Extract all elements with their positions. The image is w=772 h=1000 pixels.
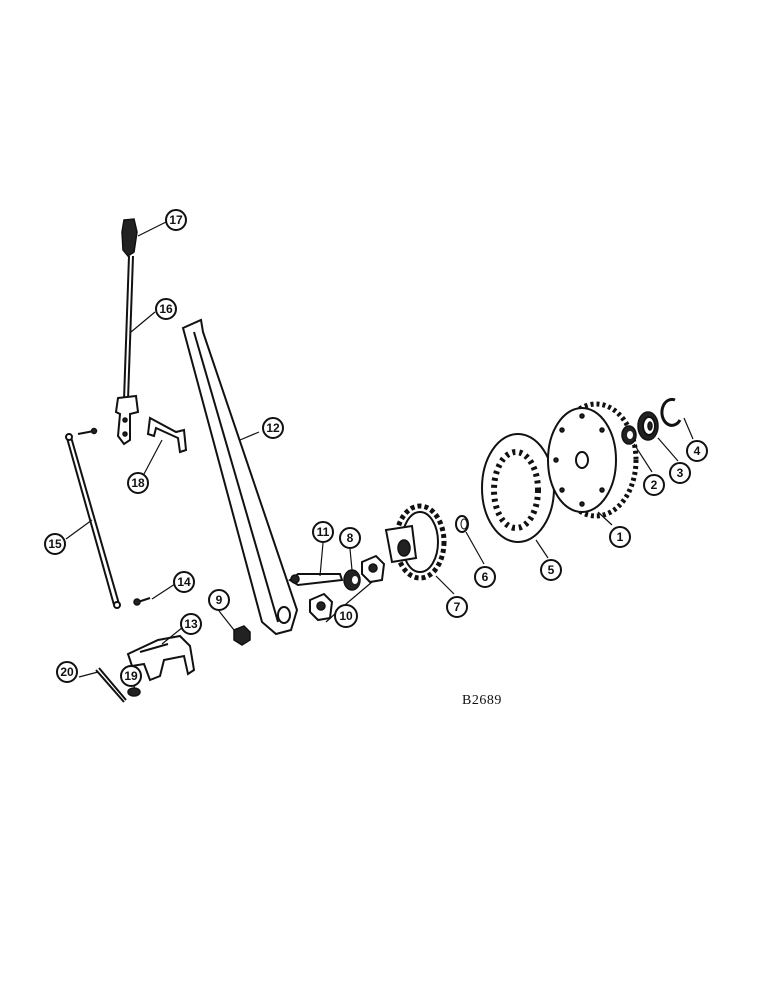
bracket-plate-part	[126, 634, 196, 682]
svg-text:1: 1	[617, 530, 624, 544]
callout-7: 7	[446, 596, 468, 618]
callout-12: 12	[262, 417, 284, 439]
callout-2: 2	[643, 474, 665, 496]
svg-text:14: 14	[177, 575, 191, 589]
callout-18: 18	[127, 472, 149, 494]
svg-text:15: 15	[48, 537, 62, 551]
callout-3: 3	[669, 462, 691, 484]
svg-text:4: 4	[694, 444, 701, 458]
ring-part	[455, 515, 469, 533]
callout-8: 8	[339, 527, 361, 549]
callout-17: 17	[165, 209, 187, 231]
lever-assembly	[114, 218, 140, 446]
svg-text:13: 13	[184, 617, 198, 631]
sprocket-part	[384, 503, 447, 581]
rod-part	[65, 433, 121, 609]
svg-text:6: 6	[482, 570, 489, 584]
callout-16: 16	[155, 298, 177, 320]
callout-15: 15	[44, 533, 66, 555]
svg-text:3: 3	[677, 466, 684, 480]
svg-text:11: 11	[317, 525, 330, 539]
flange-part-a	[309, 592, 334, 622]
bolt-part	[133, 597, 151, 606]
clutch-disc-part	[481, 433, 555, 543]
svg-text:9: 9	[216, 593, 223, 607]
callout-6: 6	[474, 566, 496, 588]
clutch-housing-part	[547, 401, 639, 519]
callout-9: 9	[208, 589, 230, 611]
svg-text:7: 7	[454, 600, 461, 614]
svg-text:16: 16	[159, 302, 173, 316]
flange-part-b	[361, 554, 386, 584]
bushing-part	[343, 569, 361, 591]
callout-19: 19	[120, 665, 142, 687]
snap-ring-part	[660, 397, 682, 427]
bracket-part	[146, 416, 188, 454]
spring-part	[637, 411, 659, 441]
cotter-pin-part	[95, 667, 127, 703]
leader-lines	[65, 221, 694, 689]
small-washer-part	[621, 425, 637, 445]
nut-part	[233, 625, 251, 646]
callout-14: 14	[173, 571, 195, 593]
callout-11: 11	[312, 521, 334, 543]
svg-text:12: 12	[266, 421, 280, 435]
channel-part	[181, 318, 299, 636]
washer-part	[127, 687, 141, 697]
svg-text:19: 19	[124, 669, 138, 683]
callout-13: 13	[180, 613, 202, 635]
svg-text:17: 17	[169, 213, 183, 227]
callout-1: 1	[609, 526, 631, 548]
svg-text:5: 5	[548, 563, 555, 577]
svg-text:8: 8	[347, 531, 354, 545]
callout-5: 5	[540, 559, 562, 581]
callout-20: 20	[56, 661, 78, 683]
svg-text:2: 2	[651, 478, 658, 492]
shaft-part	[288, 573, 344, 587]
svg-text:10: 10	[339, 609, 353, 623]
svg-text:20: 20	[60, 665, 74, 679]
svg-text:18: 18	[131, 476, 145, 490]
pin-part	[77, 427, 98, 435]
reference-code: B2689	[462, 693, 502, 708]
callout-10: 10	[334, 604, 358, 628]
callout-4: 4	[686, 440, 708, 462]
